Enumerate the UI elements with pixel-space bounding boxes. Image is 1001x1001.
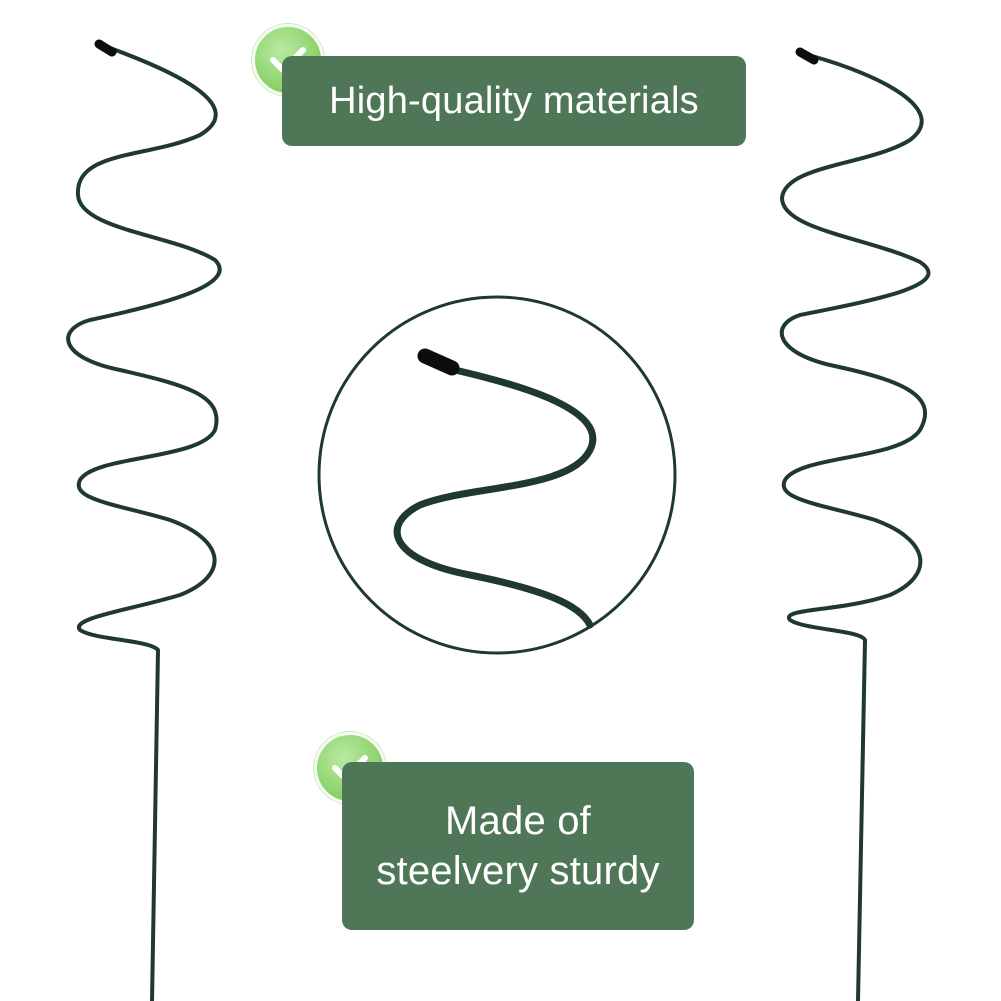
right-spiral-stake [779,47,931,1001]
feature-label-material-line2: steelvery sturdy [376,849,660,893]
left-spiral-stake [66,39,222,1001]
zoom-detail-circle [317,295,677,655]
feature-label-material-line1: Made of [445,799,591,843]
feature-label-quality: High-quality materials [282,56,746,146]
feature-label-quality-text: High-quality materials [329,79,699,122]
feature-label-material: Made of steelvery sturdy [342,762,694,930]
